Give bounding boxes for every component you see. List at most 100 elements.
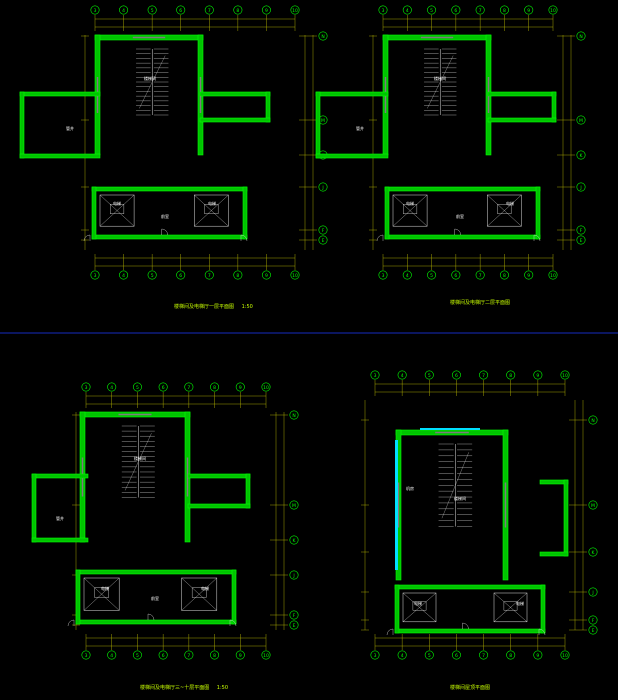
- axis-bubble: [576, 235, 586, 245]
- elevator-cross: [83, 577, 120, 611]
- axis-bubble: [427, 5, 437, 15]
- wall: [394, 628, 546, 634]
- axis-bubble: [451, 650, 461, 660]
- axis-label: 7: [479, 273, 482, 279]
- wall: [245, 473, 251, 509]
- axis-label: 9: [265, 273, 268, 279]
- wall: [535, 186, 541, 240]
- axis-label: 3: [85, 653, 88, 659]
- axis-label: 7: [187, 653, 190, 659]
- axis-label: 3: [382, 273, 385, 279]
- axis-bubble: [147, 270, 157, 280]
- wall: [199, 91, 271, 97]
- elevator-shaft: [392, 194, 428, 227]
- axis-bubble: [499, 270, 509, 280]
- axis-label: 8: [503, 273, 506, 279]
- axis-bubble: [588, 547, 598, 557]
- plan-1-scale: 1:50: [241, 304, 253, 310]
- wall: [384, 186, 541, 192]
- glass-rail: [420, 428, 480, 430]
- wall: [487, 91, 557, 97]
- axis-label: 6: [162, 653, 165, 659]
- elevator-cross: [487, 194, 522, 227]
- axis-label: 10: [550, 8, 556, 14]
- axis-bubble: [119, 5, 129, 15]
- axis-label: M: [591, 503, 595, 509]
- plan-4-title-text: 楼梯间屋顶平面图: [450, 685, 491, 691]
- axis-bubble: [479, 370, 489, 380]
- axis-bubble: [588, 415, 598, 425]
- room-label: 电梯: [506, 200, 514, 206]
- wall: [19, 153, 101, 159]
- wall: [394, 584, 546, 590]
- elevator-cross: [392, 194, 428, 227]
- axis-label: 8: [213, 385, 216, 391]
- door-swing: [229, 619, 237, 627]
- axis-bubble: [370, 370, 380, 380]
- axis-label: 8: [503, 8, 506, 14]
- axis-label: 10: [550, 273, 556, 279]
- elevator-shaft: [181, 577, 218, 611]
- axis-label: M: [292, 503, 296, 509]
- axis-label: 6: [179, 8, 182, 14]
- axis-bubble: [576, 225, 586, 235]
- axis-label: N: [579, 34, 582, 40]
- axis-label: M: [321, 118, 325, 124]
- elevator-shaft: [402, 592, 437, 623]
- axis-bubble: [576, 31, 586, 41]
- wall-core: [186, 457, 189, 497]
- axis-label: N: [591, 418, 594, 424]
- wall-core: [132, 36, 166, 39]
- axis-label: 4: [401, 373, 404, 379]
- axis-bubble: [289, 620, 299, 630]
- axis-bubble: [290, 270, 300, 280]
- elevator-cross: [99, 194, 135, 227]
- door-swing: [386, 628, 394, 636]
- axis-label: 7: [208, 8, 211, 14]
- wall: [487, 117, 557, 123]
- door-swing: [538, 628, 546, 636]
- elevator-car: [204, 204, 219, 214]
- axis-label: J: [591, 590, 593, 596]
- axis-label: 10: [292, 273, 298, 279]
- axis-bubble: [261, 650, 271, 660]
- wall: [19, 91, 101, 97]
- axis-label: 10: [263, 385, 269, 391]
- axis-label: 5: [430, 273, 433, 279]
- axis-bubble: [184, 382, 194, 392]
- axis-bubble: [370, 650, 380, 660]
- axis-bubble: [588, 500, 598, 510]
- axis-label: 10: [292, 8, 298, 14]
- elevator-car: [497, 204, 512, 214]
- axis-bubble: [261, 5, 271, 15]
- axis-label: 3: [382, 8, 385, 14]
- axis-bubble: [158, 650, 168, 660]
- wall: [384, 234, 541, 240]
- axis-label: 8: [236, 273, 239, 279]
- wall: [539, 551, 569, 557]
- plan-1-title-text: 楼梯间及电梯厅一层平面图: [174, 304, 235, 310]
- door-swing: [462, 622, 469, 630]
- axis-bubble: [235, 650, 245, 660]
- elevator-cross: [194, 194, 229, 227]
- axis-bubble: [451, 5, 461, 15]
- axis-bubble: [119, 270, 129, 280]
- axis-bubble: [81, 650, 91, 660]
- axis-bubble: [204, 270, 214, 280]
- axis-label: 5: [136, 385, 139, 391]
- axis-label: 8: [213, 653, 216, 659]
- axis-bubble: [289, 535, 299, 545]
- wall: [75, 619, 237, 625]
- axis-label: 9: [239, 385, 242, 391]
- axis-bubble: [506, 370, 516, 380]
- axis-bubble: [524, 270, 534, 280]
- room-label: 楼梯间: [134, 455, 146, 461]
- axis-label: 9: [527, 8, 530, 14]
- door-swing: [533, 234, 541, 242]
- plan-3-scale: 1:50: [216, 685, 229, 691]
- plan-1-title: 楼梯间及电梯厅一层平面图 1:50: [174, 303, 253, 310]
- axis-bubble: [158, 382, 168, 392]
- axis-bubble: [90, 270, 100, 280]
- axis-bubble: [475, 270, 485, 280]
- axis-label: 7: [482, 653, 485, 659]
